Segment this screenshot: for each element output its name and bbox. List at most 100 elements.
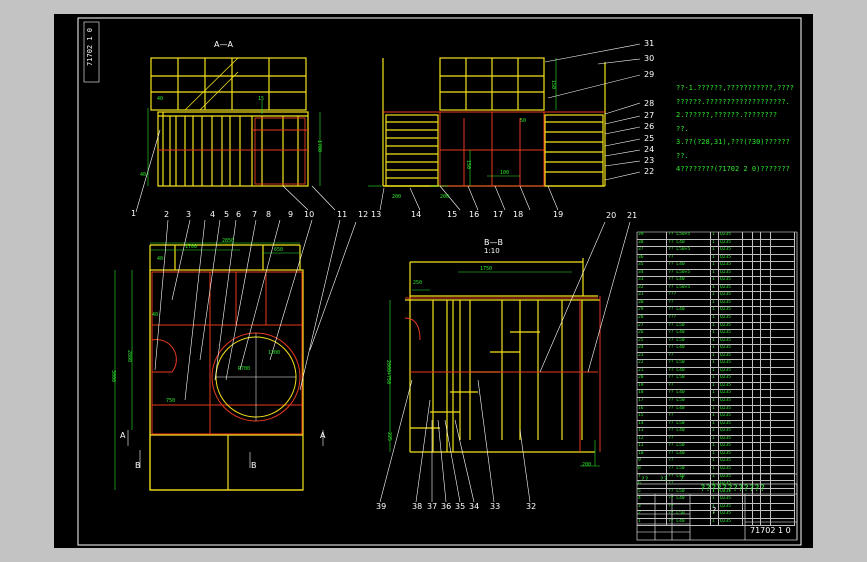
bom-cell — [771, 322, 795, 330]
bom-cell: Q235 — [719, 247, 743, 254]
bom-cell — [743, 413, 753, 420]
callout-24: 24 — [644, 145, 655, 154]
bom-cell: ?? L40 — [667, 307, 711, 315]
bom-cell: ?? L50×5 — [667, 247, 711, 254]
bom-cell — [771, 382, 795, 390]
bom-cell: 29 — [637, 307, 667, 315]
bom-cell — [753, 488, 761, 496]
bom-cell: 1 — [711, 262, 719, 269]
bom-cell: 22 — [637, 360, 667, 367]
bom-cell: ?? — [667, 299, 711, 307]
callout-21: 21 — [627, 211, 638, 220]
bom-cell — [743, 458, 753, 465]
section-mark-b-right: B — [251, 461, 257, 470]
dim-label: 1700 — [316, 140, 322, 153]
view-a-a-dims — [147, 100, 321, 186]
bom-cell: Q235 — [719, 435, 743, 443]
bom-cell — [743, 450, 753, 458]
bom-cell: 1 — [711, 315, 719, 322]
bom-cell: Q235 — [719, 232, 743, 239]
bom-cell — [743, 511, 753, 518]
bom-cell — [771, 262, 795, 269]
bom-cell: ?? L40 — [667, 330, 711, 337]
bom-cell — [743, 254, 753, 262]
bom-cell — [761, 443, 771, 450]
bom-cell: 10 — [637, 450, 667, 458]
bom-cell — [753, 367, 761, 375]
view-b-b-red — [404, 296, 601, 452]
bom-cell: Q235 — [719, 443, 743, 450]
bom-cell: ?? L50×5 — [667, 284, 711, 292]
bom-cell — [753, 299, 761, 307]
bom-cell: Q235 — [719, 367, 743, 375]
bom-cell: ?? L50 — [667, 443, 711, 450]
bom-cell — [761, 232, 771, 239]
dim-label: 200 — [582, 462, 592, 468]
bom-cell — [753, 496, 761, 503]
drawing-title: ???????????? — [700, 484, 766, 494]
bom-cell — [771, 413, 795, 420]
bom-cell — [743, 405, 753, 413]
dim-label: 200 — [392, 194, 402, 200]
bom-cell: ?? — [667, 503, 711, 511]
bom-cell: ?? — [667, 254, 711, 262]
bom-cell — [761, 269, 771, 277]
bom-cell: ?? L40 — [667, 518, 711, 526]
bom-cell: Q235 — [719, 458, 743, 465]
bom-cell — [753, 503, 761, 511]
bom-cell — [743, 232, 753, 239]
bom-cell — [743, 481, 753, 488]
bom-cell — [761, 405, 771, 413]
bom-cell: 13 — [637, 428, 667, 435]
callout-17: 17 — [493, 210, 504, 219]
bom-cell: 24 — [637, 345, 667, 352]
bom-cell: 1 — [711, 518, 719, 526]
bom-cell — [771, 420, 795, 428]
bom-cell — [771, 450, 795, 458]
bom-cell — [771, 299, 795, 307]
bom-cell: Q235 — [719, 398, 743, 405]
bom-cell — [753, 375, 761, 382]
bom-cell — [753, 450, 761, 458]
bom-cell: ?? — [667, 352, 711, 360]
bom-cell: ?? L50×5 — [667, 269, 711, 277]
bom-cell — [771, 307, 795, 315]
dim-label: 40 — [157, 256, 164, 262]
bom-cell: 1 — [711, 299, 719, 307]
bom-cell: Q235 — [719, 465, 743, 473]
bom-cell — [743, 390, 753, 398]
title-block-cell: ? — [680, 476, 684, 483]
callout-28: 28 — [644, 99, 655, 108]
callout-2: 2 — [164, 210, 170, 219]
bom-cell: Q235 — [719, 511, 743, 518]
bom-cell: ?? L40 — [667, 345, 711, 352]
bom-cell — [753, 518, 761, 526]
bom-cell — [771, 352, 795, 360]
callout-1: 1 — [131, 209, 137, 218]
bom-cell: 11 — [637, 443, 667, 450]
bom-cell — [743, 330, 753, 337]
bom-cell: ?? L40 — [667, 405, 711, 413]
bom-cell — [743, 465, 753, 473]
bom-cell — [753, 239, 761, 247]
bom-cell: ?? L50 — [667, 375, 711, 382]
bom-cell — [771, 488, 795, 496]
bom-cell: ?? L50 — [667, 322, 711, 330]
bom-cell: Q235 — [719, 518, 743, 526]
bom-cell: 1 — [711, 450, 719, 458]
technical-notes: ??-1.??????,???????????,???? ??????.????… — [676, 82, 816, 177]
bom-cell: 33 — [637, 277, 667, 284]
bom-cell: 1 — [711, 443, 719, 450]
bom-cell: ?? L50 — [667, 465, 711, 473]
bom-cell: ?? L40 — [667, 390, 711, 398]
bom-cell — [761, 299, 771, 307]
bom-cell — [761, 450, 771, 458]
bom-cell: 1 — [711, 435, 719, 443]
bom-cell — [771, 292, 795, 299]
